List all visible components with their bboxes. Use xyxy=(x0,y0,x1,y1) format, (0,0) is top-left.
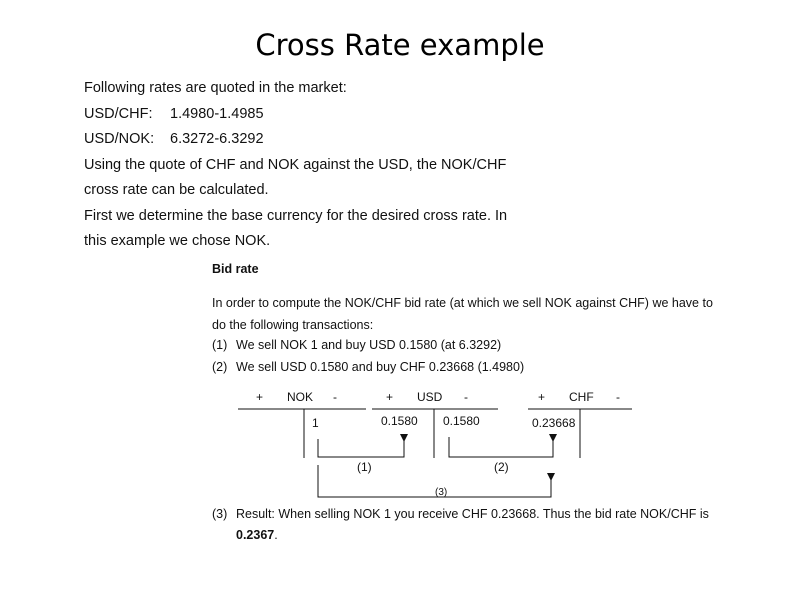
minus-sign: - xyxy=(333,390,337,404)
minus-sign: - xyxy=(616,390,620,404)
intro-line: cross rate can be calculated. xyxy=(84,182,269,198)
result-line: 0.2367. xyxy=(236,528,278,542)
pair-rate: 6.3272-6.3292 xyxy=(170,131,264,147)
step-number: (3) xyxy=(212,507,228,521)
pair-rate: 1.4980-1.4985 xyxy=(170,105,264,122)
transaction-step-2: (2) We sell USD 0.1580 and buy CHF 0.2366… xyxy=(212,360,524,374)
chf-t-account: + CHF - 0.23668 xyxy=(528,390,632,458)
intro-line: First we determine the base currency for… xyxy=(84,207,508,224)
arrow-step-3 xyxy=(317,465,555,498)
slide-title: Cross Rate example xyxy=(255,28,545,62)
step-number: (1) xyxy=(212,338,228,352)
account-label-chf: CHF xyxy=(569,390,594,404)
quote-usd-nok: USD/NOK: 6.3272-6.3292 xyxy=(84,127,507,153)
result-period: . xyxy=(274,528,278,542)
bid-rate-heading: Bid rate xyxy=(212,262,259,276)
bid-paragraph: In order to compute the NOK/CHF bid rate… xyxy=(212,296,713,310)
bid-paragraph: do the following transactions: xyxy=(212,318,374,332)
intro-text: Following rates are quoted in the market… xyxy=(84,76,507,255)
account-label-usd: USD xyxy=(417,390,443,404)
step-text: Result: When selling NOK 1 you receive C… xyxy=(236,507,709,521)
step-number: (2) xyxy=(212,360,228,374)
pair-label: USD/NOK: xyxy=(84,131,155,147)
section-heading: Bid rate xyxy=(212,262,259,276)
intro-line: Following rates are quoted in the market… xyxy=(84,80,347,96)
transaction-step-1: (1) We sell NOK 1 and buy USD 0.1580 (at … xyxy=(212,338,501,352)
arrow-label-1: (1) xyxy=(357,460,372,474)
intro-line: this example we chose NOK. xyxy=(84,233,271,249)
plus-sign: + xyxy=(538,390,545,404)
intro-line: Using the quote of CHF and NOK against t… xyxy=(84,156,507,173)
arrow-step-2 xyxy=(448,434,557,458)
step-text: We sell NOK 1 and buy USD 0.1580 (at 6.3… xyxy=(236,338,502,352)
usd-t-account: + USD - 0.1580 0.1580 xyxy=(372,390,498,458)
usd-left-value: 0.1580 xyxy=(381,414,418,428)
arrow-step-1 xyxy=(317,434,408,458)
chf-value: 0.23668 xyxy=(532,416,576,430)
pair-label: USD/CHF: xyxy=(84,105,153,122)
arrow-label-3: (3) xyxy=(435,487,447,498)
nok-value: 1 xyxy=(312,416,319,430)
nok-t-account: + NOK - 1 xyxy=(238,390,366,458)
usd-right-value: 0.1580 xyxy=(443,414,480,428)
result-value: 0.2367 xyxy=(236,528,275,542)
plus-sign: + xyxy=(256,390,263,404)
minus-sign: - xyxy=(464,390,468,404)
account-label-nok: NOK xyxy=(287,390,313,404)
plus-sign: + xyxy=(386,390,393,404)
transaction-step-3: (3) Result: When selling NOK 1 you receiv… xyxy=(212,507,709,521)
arrow-label-2: (2) xyxy=(494,460,509,474)
step-text: We sell USD 0.1580 and buy CHF 0.23668 (… xyxy=(236,360,525,374)
quote-usd-chf: USD/CHF: 1.4980-1.4985 xyxy=(84,102,507,128)
